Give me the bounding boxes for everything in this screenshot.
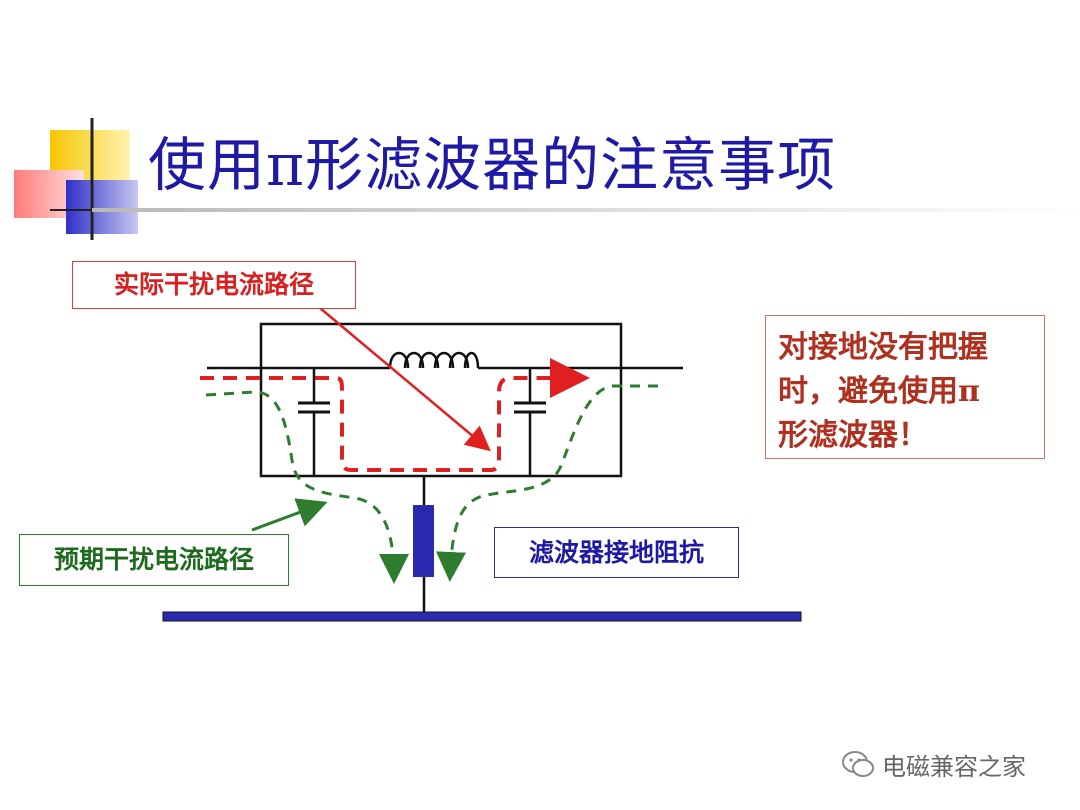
title-underline [92, 208, 1080, 212]
expected-path-left [205, 390, 409, 584]
ground-impedance-label: 滤波器接地阻抗 [494, 527, 739, 578]
expected-path-pointer [251, 498, 328, 532]
blue-block [66, 180, 138, 234]
note-line: 对接地没有把握 [778, 330, 988, 365]
actual-path-pointer [319, 307, 491, 452]
inductor-coil [388, 351, 480, 369]
actual-path-label: 实际干扰电流路径 [72, 261, 356, 309]
decorative-logo-blocks [14, 118, 1080, 240]
actual-current-path [200, 358, 590, 472]
note-line: 时，避免使用π [778, 374, 980, 409]
expected-path-right [436, 384, 658, 582]
ground-plane [162, 611, 802, 622]
wechat-icon [842, 751, 874, 777]
ground-impedance-resistor [413, 505, 434, 577]
warning-note: 对接地没有把握 时，避免使用π 形滤波器！ [765, 315, 1045, 459]
watermark: 电磁兼容之家 [840, 744, 1026, 784]
watermark-text: 电磁兼容之家 [882, 752, 1026, 781]
page-title: 使用π形滤波器的注意事项 [148, 131, 837, 199]
note-line: 形滤波器！ [778, 418, 928, 453]
filter-enclosure [259, 322, 623, 478]
expected-path-label: 预期干扰电流路径 [19, 534, 289, 586]
